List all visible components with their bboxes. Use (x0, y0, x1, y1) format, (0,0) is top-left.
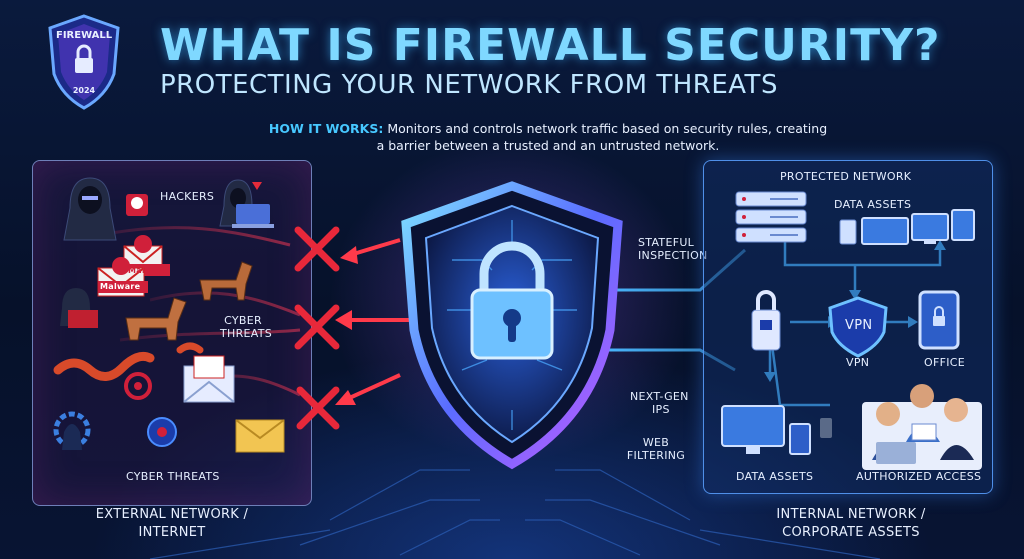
web-filtering-label: WEB FILTERING (626, 436, 686, 462)
malware-tag-1: Malware (128, 266, 169, 275)
internal-network-footer: INTERNAL NETWORK / CORPORATE ASSETS (746, 506, 956, 542)
server-small-icon (820, 418, 832, 438)
how-it-works-text: Monitors and controls network traffic ba… (376, 121, 828, 153)
virus-icon (147, 417, 177, 447)
worm-icon-2 (176, 342, 204, 354)
badge-year: 2024 (72, 86, 96, 95)
how-it-works-label: HOW IT WORKS: (268, 121, 384, 136)
blocked-x-icon-3 (296, 386, 340, 430)
blocked-x-icon-1 (294, 226, 340, 272)
data-assets-top-label: DATA ASSETS (834, 198, 912, 211)
internal-footer-line1: INTERNAL NETWORK / (776, 507, 926, 522)
page-title: WHAT IS FIREWALL SECURITY? (160, 20, 941, 71)
worm-icon (53, 351, 155, 381)
skull-warning-icon (126, 194, 148, 216)
page-subtitle: PROTECTING YOUR NETWORK FROM THREATS (160, 70, 778, 100)
authorized-users-icon (862, 384, 982, 470)
web-line1: WEB (642, 436, 670, 449)
cyber-threats-label: CYBER THREATS (220, 314, 273, 340)
badge-title: FIREWALL (56, 30, 113, 41)
vpn-shield-icon (828, 296, 888, 358)
data-assets-bottom-label: DATA ASSETS (736, 470, 814, 483)
gear-hacker-icon (53, 411, 91, 450)
web-line2: FILTERING (626, 449, 686, 462)
external-footer-line2: INTERNET (138, 525, 206, 540)
external-network-footer: EXTERNAL NETWORK / INTERNET (72, 506, 272, 542)
asset-icons (721, 191, 982, 470)
vpn-label: VPN (846, 356, 870, 369)
workstation-icon (721, 405, 811, 455)
biohazard-icon (124, 372, 152, 400)
nextgen-line2: IPS (652, 403, 670, 416)
stateful-line2: INSPECTION (638, 249, 708, 262)
authorized-access-label: AUTHORIZED ACCESS (856, 470, 982, 483)
internal-footer-line2: CORPORATE ASSETS (782, 525, 920, 540)
vpn-badge-text: VPN (845, 318, 873, 333)
hackers-label: HACKERS (160, 190, 215, 203)
malware-tag-2: Malware (100, 282, 141, 291)
stateful-inspection-label: STATEFUL INSPECTION (638, 236, 708, 262)
tablet-icon (918, 290, 960, 350)
cyber-threats-bottom-label: CYBER THREATS (126, 470, 220, 483)
how-it-works: HOW IT WORKS: Monitors and controls netw… (268, 120, 828, 154)
lock-gateway-icon (751, 290, 781, 351)
nextgen-line1: NEXT-GEN (630, 390, 689, 403)
hacker-laptop-icon (219, 179, 274, 228)
hacker-laptop-icon-2 (60, 288, 98, 328)
next-gen-ips-label: NEXT-GEN IPS (630, 390, 689, 416)
blocked-x-icons (294, 226, 340, 430)
phishing-envelope-icon (183, 355, 235, 403)
stateful-line1: STATEFUL (638, 236, 695, 249)
devices-icon (839, 209, 975, 245)
trojan-horse-icon-2 (125, 297, 187, 341)
protected-network-label: PROTECTED NETWORK (780, 170, 912, 183)
trojan-horse-icon (199, 261, 253, 301)
office-label: OFFICE (924, 356, 965, 369)
threat-icons (53, 177, 285, 453)
blocked-x-icon-2 (294, 304, 340, 350)
firewall-badge-icon (48, 14, 120, 110)
shield-icon (401, 181, 623, 470)
server-icon (735, 191, 807, 243)
hacker-icon (63, 177, 117, 241)
email-envelope-icon (235, 419, 285, 453)
external-footer-line1: EXTERNAL NETWORK / (95, 507, 249, 522)
